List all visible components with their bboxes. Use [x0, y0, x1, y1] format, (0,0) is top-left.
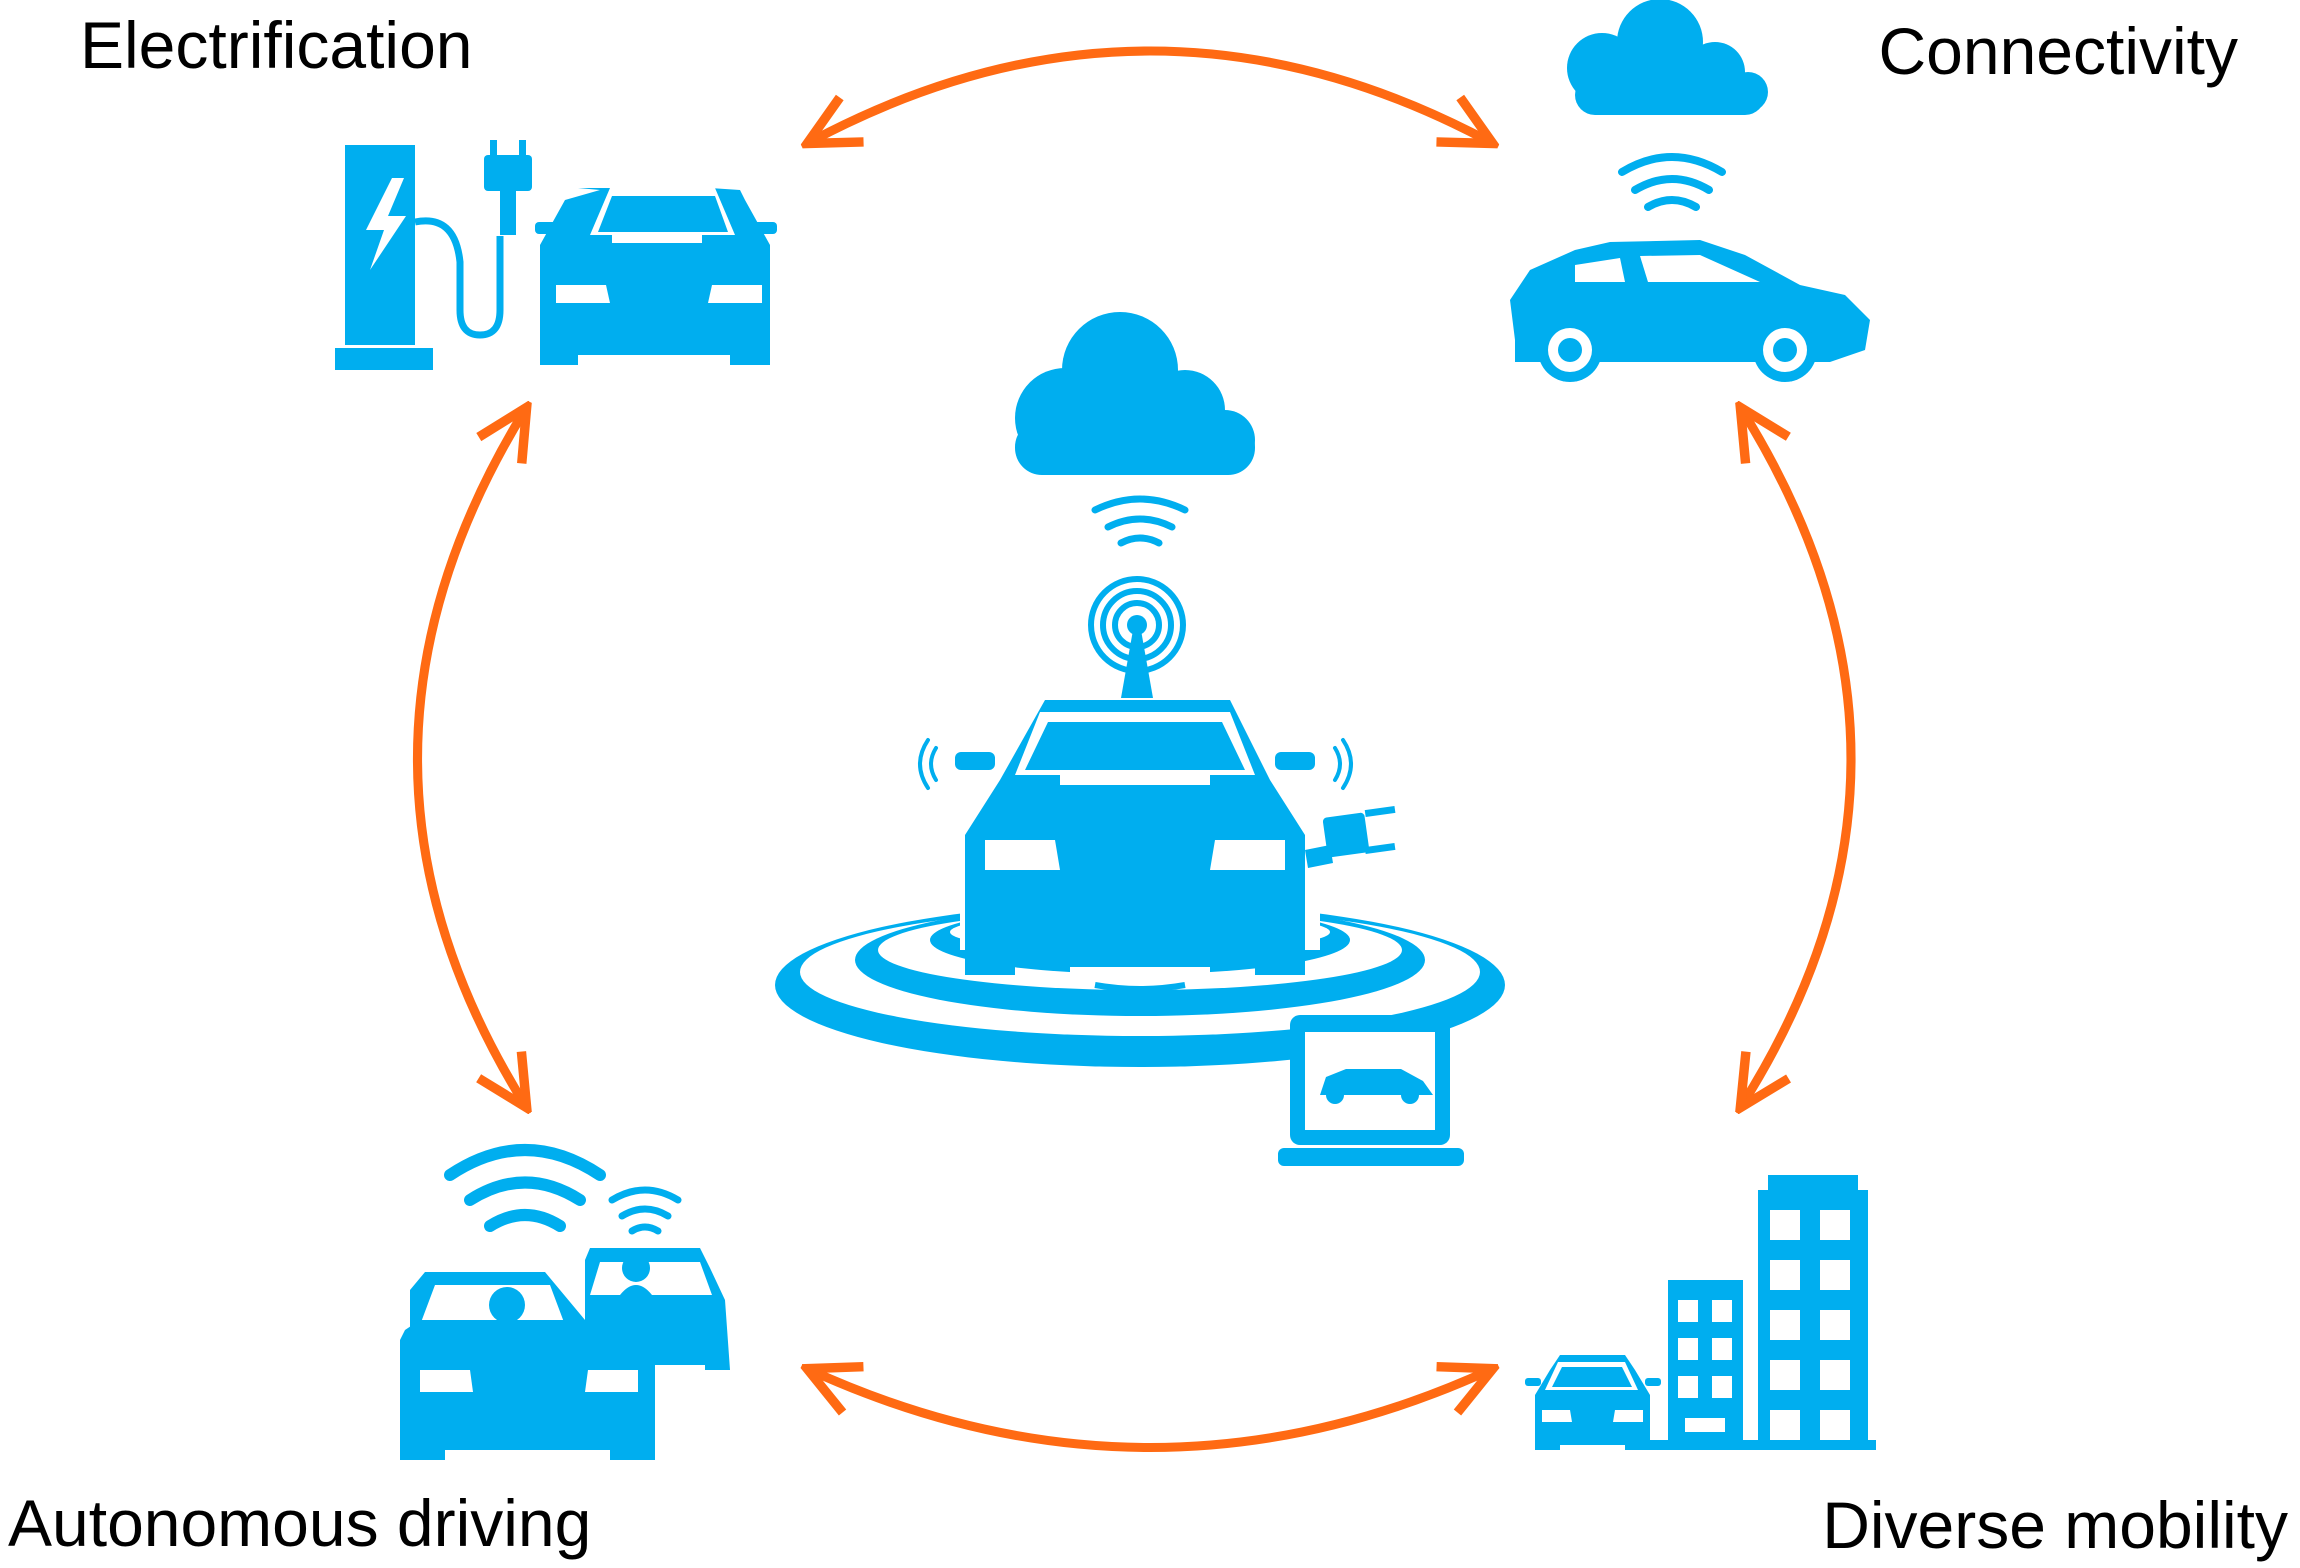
wifi-signal-icon [444, 1144, 606, 1232]
sensor-wave-icon [918, 738, 1353, 790]
wifi-signal-icon [1618, 153, 1726, 211]
car-with-driver-icon [400, 1248, 730, 1460]
connectivity-label: Connectivity [1878, 14, 2239, 88]
charging-station-icon [335, 145, 504, 370]
car-front-icon [955, 700, 1315, 992]
diverse-mobility-icons [1525, 1175, 1876, 1450]
antenna-icon [1088, 576, 1186, 698]
wifi-signal-icon [608, 1186, 682, 1235]
cycle-arrows [413, 46, 1856, 1452]
arrow-diverse-mobility-autonomous [810, 1370, 1490, 1452]
connectivity-icons [1510, 0, 1870, 382]
building-icon [1640, 1175, 1876, 1450]
diverse-mobility-label: Diverse mobility [1822, 1488, 2288, 1562]
autonomous-icons [400, 1144, 730, 1460]
electrification-icons [335, 140, 777, 370]
autonomous-driving-label: Autonomous driving [8, 1486, 592, 1560]
plug-icon [484, 140, 532, 235]
laptop-icon [1278, 1015, 1464, 1166]
arrow-electrification-connectivity [810, 46, 1490, 142]
wifi-signal-icon [1091, 495, 1189, 547]
cloud-icon [1015, 312, 1255, 475]
center-icons [775, 312, 1505, 1166]
cloud-icon [1567, 0, 1768, 115]
car-front-icon [535, 188, 777, 365]
arrow-connectivity-diverse-mobility [1742, 410, 1856, 1105]
car-side-icon [1510, 240, 1870, 382]
car-front-icon [1525, 1355, 1661, 1450]
plug-icon [1305, 805, 1396, 868]
arrow-autonomous-electrification [413, 410, 526, 1105]
electrification-label: Electrification [80, 8, 473, 82]
